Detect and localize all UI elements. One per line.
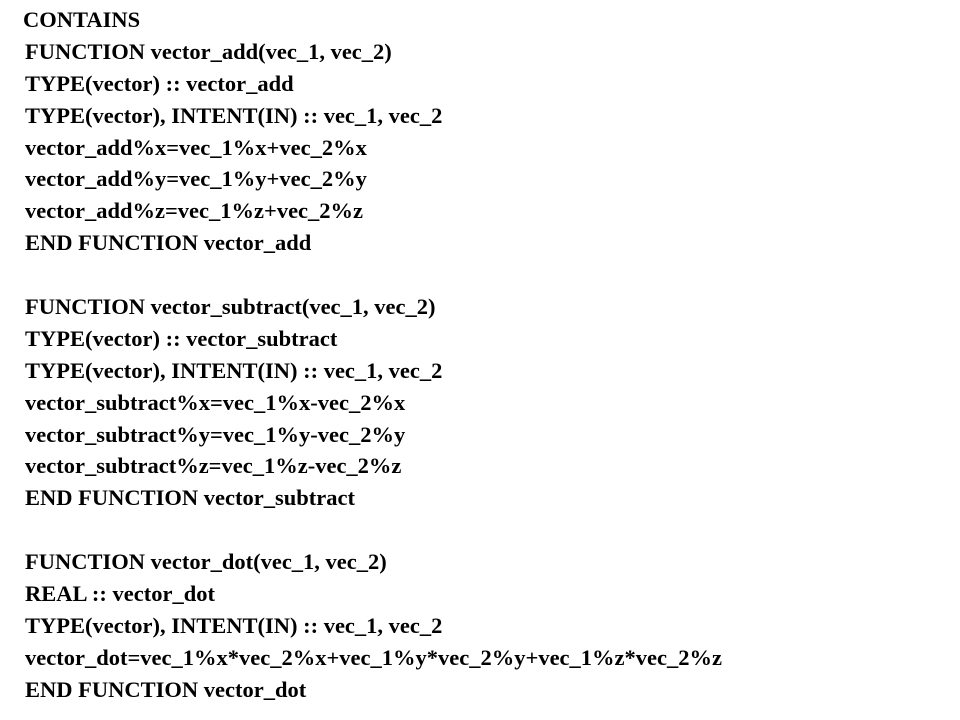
code-line: vector_dot=vec_1%x*vec_2%x+vec_1%y*vec_2… — [25, 644, 722, 670]
code-line: vector_subtract%y=vec_1%y-vec_2%y — [25, 421, 406, 447]
code-line: vector_add%z=vec_1%z+vec_2%z — [25, 198, 364, 224]
code-line: vector_add%y=vec_1%y+vec_2%y — [25, 166, 367, 192]
code-line: TYPE(vector), INTENT(IN) :: vec_1, vec_2 — [25, 102, 443, 128]
blank-line — [23, 514, 722, 546]
code-line: END FUNCTION vector_add — [25, 230, 312, 256]
code-line: FUNCTION vector_subtract(vec_1, vec_2) — [25, 294, 436, 320]
code-line: TYPE(vector) :: vector_subtract — [25, 325, 338, 351]
blank-line — [23, 259, 722, 291]
code-line: TYPE(vector) :: vector_add — [25, 70, 294, 96]
code-line: END FUNCTION vector_dot — [25, 676, 307, 702]
code-line: TYPE(vector), INTENT(IN) :: vec_1, vec_2 — [25, 357, 443, 383]
code-line: vector_subtract%x=vec_1%x-vec_2%x — [25, 389, 406, 415]
code-line: REAL :: vector_dot — [25, 581, 215, 607]
code-line: FUNCTION vector_dot(vec_1, vec_2) — [25, 549, 387, 575]
code-listing: CONTAINS FUNCTION vector_add(vec_1, vec_… — [23, 4, 722, 706]
code-line: FUNCTION vector_add(vec_1, vec_2) — [25, 38, 392, 64]
code-line-contains: CONTAINS — [23, 7, 141, 32]
code-line: vector_add%x=vec_1%x+vec_2%x — [25, 134, 367, 160]
code-line: vector_subtract%z=vec_1%z-vec_2%z — [25, 453, 402, 479]
code-line: END FUNCTION vector_subtract — [25, 485, 355, 511]
code-line: TYPE(vector), INTENT(IN) :: vec_1, vec_2 — [25, 612, 443, 638]
